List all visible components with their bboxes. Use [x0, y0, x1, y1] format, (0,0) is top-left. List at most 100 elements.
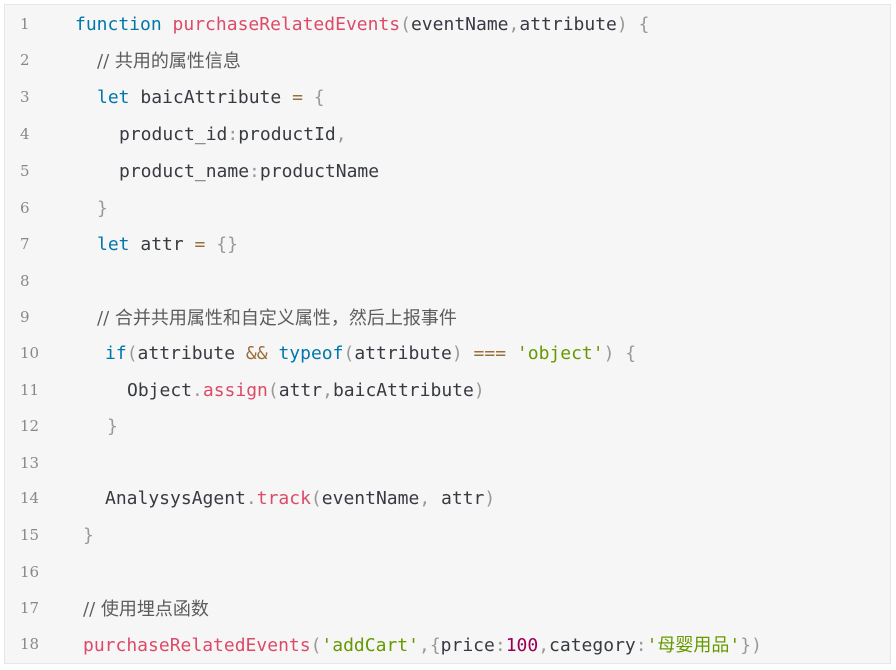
code-token: ( — [126, 342, 138, 364]
code-comment: // 共用的属性信息 — [97, 51, 241, 72]
code-token: } — [97, 197, 108, 219]
code-line: 13 — [5, 448, 890, 478]
code-text: let attr = {} — [97, 234, 238, 255]
code-text: purchaseRelatedEvents('addCart',{price:1… — [83, 631, 762, 657]
code-token: '母婴用品' — [646, 635, 741, 656]
code-token: attribute — [354, 342, 452, 364]
code-line: 2// 共用的属性信息 — [5, 45, 890, 75]
code-token: ( — [310, 487, 322, 509]
line-number: 7 — [20, 235, 30, 253]
line-number: 9 — [20, 308, 30, 326]
code-token: { — [625, 342, 637, 364]
code-line: 18 purchaseRelatedEvents('addCart',{price… — [5, 629, 890, 659]
code-token: 'addCart' — [321, 635, 419, 656]
code-token: ( — [267, 379, 279, 401]
line-number: 16 — [20, 563, 40, 581]
code-token: , — [538, 635, 550, 656]
code-text: function purchaseRelatedEvents(eventName… — [75, 14, 649, 35]
code-token — [506, 343, 517, 364]
code-line: 12} — [5, 411, 890, 441]
code-token: typeof — [278, 342, 344, 364]
code-token: : — [635, 635, 647, 656]
code-token: productName — [259, 160, 380, 182]
code-token: { — [638, 13, 650, 35]
code-token: && — [245, 342, 268, 364]
code-token: product_name — [119, 160, 250, 182]
line-number: 8 — [20, 272, 30, 290]
code-comment: // 合并共用属性和自定义属性，然后上报事件 — [97, 308, 457, 329]
code-text: } — [97, 198, 108, 219]
code-token: eventName — [321, 487, 420, 509]
code-token: , — [418, 635, 430, 656]
code-token: . — [192, 379, 203, 401]
code-token: purchaseRelatedEvents — [83, 635, 311, 656]
code-token: . — [245, 487, 257, 509]
code-token: eventName — [410, 13, 509, 35]
code-text: product_name:productName — [119, 161, 379, 182]
code-token: {} — [216, 233, 238, 255]
code-token: productId — [238, 123, 336, 145]
code-text: // 合并共用属性和自定义属性，然后上报事件 — [97, 304, 457, 330]
code-token — [614, 343, 625, 364]
line-number: 11 — [20, 381, 40, 399]
code-token: assign — [202, 379, 268, 401]
line-number: 6 — [20, 199, 30, 217]
code-line: 15} — [5, 520, 890, 550]
line-number: 12 — [20, 417, 40, 435]
code-token: , — [335, 123, 347, 145]
line-number: 18 — [20, 635, 40, 653]
code-token: Object — [127, 379, 193, 401]
code-text: // 使用埋点函数 — [83, 595, 209, 621]
code-token: attribute — [519, 13, 617, 35]
code-token: , — [508, 13, 520, 35]
code-line: 17// 使用埋点函数 — [5, 593, 890, 623]
code-token: AnalysysAgent — [105, 487, 246, 509]
code-token — [268, 343, 279, 364]
code-token — [303, 87, 314, 108]
code-token: , — [322, 379, 333, 401]
code-line: 1 function purchaseRelatedEvents(eventNam… — [5, 9, 890, 39]
line-number: 5 — [20, 162, 30, 180]
code-text: // 共用的属性信息 — [97, 47, 241, 73]
code-token: category — [549, 635, 636, 656]
code-token: ) — [484, 487, 496, 509]
code-token: = — [292, 86, 303, 108]
code-token: } — [107, 415, 118, 437]
code-token: , — [419, 487, 431, 509]
code-comment: // 使用埋点函数 — [83, 599, 209, 620]
code-line: 16 — [5, 557, 890, 587]
code-token: let — [97, 233, 130, 255]
code-token: : — [249, 160, 260, 182]
line-number: 4 — [20, 125, 30, 143]
code-block: 1 function purchaseRelatedEvents(eventNam… — [4, 4, 891, 664]
code-token: } — [740, 635, 752, 656]
line-number: 10 — [20, 344, 40, 362]
code-token: attr — [278, 379, 323, 401]
code-text: Object.assign(attr,baicAttribute) — [127, 380, 485, 401]
code-line: 7 let attr = {} — [5, 229, 890, 259]
code-token: : — [494, 635, 506, 656]
code-token: attr — [430, 487, 485, 509]
code-token: { — [313, 86, 325, 108]
code-token: } — [83, 524, 94, 546]
line-number: 1 — [20, 15, 30, 33]
code-line: 3 let baicAttribute = { — [5, 82, 890, 112]
code-token: if — [105, 342, 127, 364]
line-number: 3 — [20, 88, 30, 106]
code-token: baicAttribute — [332, 379, 474, 401]
code-line: 5 product_name:productName — [5, 156, 890, 186]
code-token: ( — [400, 13, 411, 35]
code-token: let — [97, 86, 130, 108]
code-line: 9 // 合并共用属性和自定义属性，然后上报事件 — [5, 302, 890, 332]
line-number: 15 — [20, 526, 40, 544]
code-token — [205, 234, 216, 255]
code-token: { — [429, 635, 441, 656]
code-line: 8 — [5, 266, 890, 296]
code-token: ) — [603, 342, 615, 364]
code-text: let baicAttribute = { — [97, 87, 325, 108]
code-token: ) — [451, 342, 463, 364]
code-token: product_id — [119, 123, 228, 145]
